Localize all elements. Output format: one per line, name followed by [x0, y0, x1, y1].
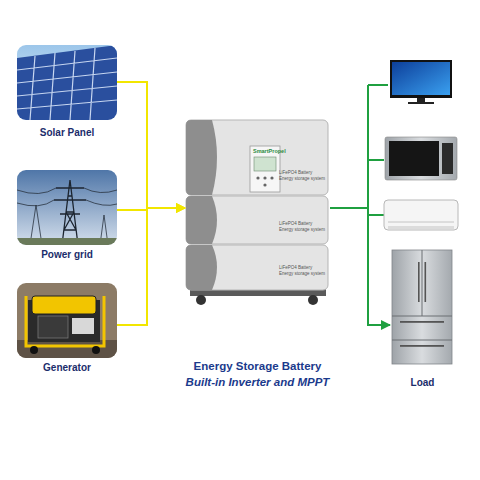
battery-cabinet	[256, 176, 259, 179]
generator-photo	[92, 346, 100, 354]
brand-label: SmartPropel	[253, 149, 286, 155]
node-caption: Power grid	[41, 248, 93, 262]
source-node: Power grid	[17, 170, 117, 262]
battery-cabinet	[308, 295, 318, 305]
power-grid-photo	[17, 188, 117, 245]
source-node: Solar Panel	[17, 45, 117, 140]
node-caption: Generator	[43, 361, 91, 375]
yellow-bus-wire	[146, 82, 148, 325]
generator-photo	[30, 346, 38, 354]
fridge-picture	[400, 321, 444, 323]
power-grid-photo	[54, 180, 86, 245]
module-label: LiFePO4 Battery	[279, 171, 312, 176]
battery-cabinet	[186, 245, 217, 290]
load-node: Load	[390, 250, 455, 390]
generator-photo	[17, 340, 117, 358]
tv-picture	[392, 62, 450, 95]
air-conditioner-picture	[384, 200, 458, 230]
module-label: LiFePO4 Battery	[279, 266, 312, 271]
air-conditioner-picture	[384, 200, 458, 230]
generator-photo	[17, 283, 117, 358]
battery-cabinet	[186, 120, 328, 195]
node-subcaption: Built-in Inverter and MPPT	[186, 374, 330, 390]
generator-photo	[26, 296, 104, 346]
air-conditioner-picture	[388, 222, 454, 223]
node-caption: Solar Panel	[40, 126, 94, 140]
generator-photo	[72, 318, 94, 334]
source-node: Generator	[17, 283, 117, 375]
fridge-picture	[418, 262, 420, 302]
solar-panel-photo	[17, 45, 117, 120]
power-grid-photo	[17, 238, 117, 245]
microwave-picture	[442, 143, 453, 174]
fridge-picture	[392, 250, 452, 340]
battery-cabinet	[186, 120, 217, 195]
power-flow-arrow	[117, 82, 185, 208]
battery-node: Energy Storage BatteryBuilt-in Inverter …	[185, 120, 330, 390]
fridge-picture	[392, 250, 452, 364]
tv-picture	[408, 102, 434, 104]
microwave-picture	[385, 137, 457, 180]
generator-photo	[38, 316, 68, 338]
battery-cabinet	[186, 196, 217, 244]
module-label: Energy storage system	[279, 272, 325, 277]
battery-cabinet	[254, 157, 276, 171]
solar-panel-photo	[17, 45, 117, 120]
node-caption: Energy Storage Battery	[194, 358, 322, 374]
power-flow-arrow	[117, 208, 185, 210]
node-caption: Load	[411, 376, 435, 390]
tv-picture	[417, 98, 425, 102]
battery-cabinet	[186, 245, 328, 290]
solar-panel-photo	[17, 45, 117, 120]
battery-cabinet	[186, 120, 328, 305]
tv-picture	[390, 60, 452, 98]
battery-cabinet	[263, 183, 266, 186]
generator-photo	[17, 283, 117, 358]
battery-cabinet	[263, 176, 266, 179]
fridge-picture	[425, 262, 427, 302]
tv-picture	[390, 60, 452, 104]
module-label: Energy storage system	[279, 177, 325, 182]
generator-photo	[32, 296, 96, 314]
battery-cabinet	[196, 295, 206, 305]
fridge-picture	[400, 345, 444, 347]
battery-cabinet	[186, 196, 328, 244]
power-grid-photo	[17, 170, 117, 245]
yellow-bus-wire	[147, 82, 148, 325]
microwave-picture	[389, 141, 439, 176]
air-conditioner-picture	[388, 226, 454, 229]
power-flow-arrow	[330, 208, 390, 325]
fridge-picture	[392, 250, 452, 364]
battery-cabinet	[270, 176, 273, 179]
power-flow-arrow	[117, 208, 185, 325]
solar-panel-photo	[17, 48, 117, 120]
microwave-picture	[385, 137, 457, 180]
module-label: Energy storage system	[279, 228, 325, 233]
module-label: LiFePO4 Battery	[279, 222, 312, 227]
power-grid-photo	[17, 170, 117, 245]
